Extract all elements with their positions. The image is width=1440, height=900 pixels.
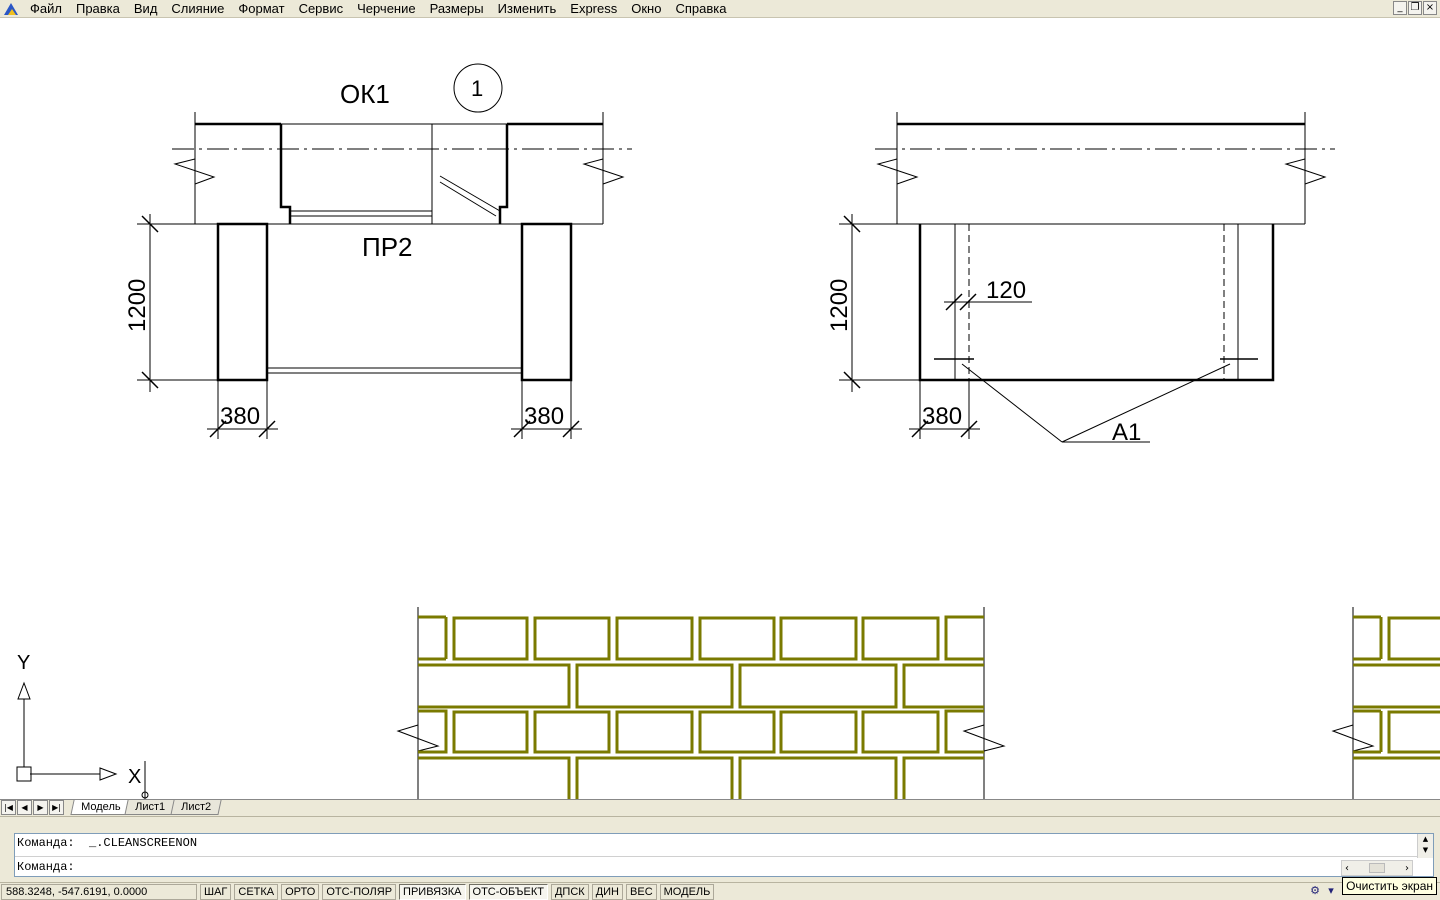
ucs-x-label: X xyxy=(128,766,141,788)
ucs-icon: Y X xyxy=(16,652,149,799)
ucs-y-label: Y xyxy=(17,652,30,674)
menu-merge[interactable]: Слияние xyxy=(171,0,225,16)
autocad-app-icon[interactable] xyxy=(3,1,19,17)
close-button[interactable]: × xyxy=(1423,1,1437,15)
scroll-thumb[interactable] xyxy=(1369,863,1385,873)
tab-layout2[interactable]: Лист2 xyxy=(169,800,222,815)
callout-label: А1 xyxy=(1112,419,1141,446)
command-horizontal-scrollbar[interactable]: ‹ › xyxy=(1341,860,1413,876)
status-tray: ⚙ ▾ xyxy=(1308,884,1338,898)
status-ducs-button[interactable]: ДПСК xyxy=(550,883,589,900)
command-separator xyxy=(15,856,1419,857)
right-pier-width-dimension: 380 xyxy=(922,403,962,430)
scroll-up-icon[interactable]: ▲ xyxy=(1422,835,1429,843)
menu-tools[interactable]: Сервис xyxy=(298,0,344,16)
status-dyn-button[interactable]: ДИН xyxy=(591,883,624,900)
command-vertical-scrollbar[interactable]: ▲ ▼ xyxy=(1417,834,1433,858)
lintel-mark-label: ПР2 xyxy=(362,232,413,262)
status-osnap-button[interactable]: ПРИВЯЗКА xyxy=(399,883,466,900)
status-bar: 588.3248, -547.6191, 0.0000 ШАГ СЕТКА ОР… xyxy=(0,882,1440,900)
tab-layout1[interactable]: Лист1 xyxy=(124,800,177,815)
minimize-button[interactable]: _ xyxy=(1393,1,1407,15)
status-snap-button[interactable]: ШАГ xyxy=(200,883,232,900)
brick-wall-partial xyxy=(1331,607,1440,799)
command-window: Команда: _.CLEANSCREENON Команда: ▲ ▼ ‹ … xyxy=(0,816,1440,882)
layout-tabs-bar: |◀ ◀ ▶ ▶| Модель Лист1 Лист2 xyxy=(0,799,1440,816)
menu-window[interactable]: Окно xyxy=(631,0,662,16)
command-text-area[interactable]: Команда: _.CLEANSCREENON Команда: ▲ ▼ ‹ … xyxy=(14,833,1434,877)
tab-nav-next-button[interactable]: ▶ xyxy=(33,800,48,815)
window-mark-label: ОК1 xyxy=(340,79,390,109)
menu-dimension[interactable]: Размеры xyxy=(429,0,484,16)
drawing-svg: .k { stroke: #000; fill: none; stroke-wi… xyxy=(16,63,1440,799)
menu-draw[interactable]: Черчение xyxy=(357,0,416,16)
tab-nav-prev-button[interactable]: ◀ xyxy=(17,800,32,815)
status-grid-button[interactable]: СЕТКА xyxy=(234,883,279,900)
menu-file[interactable]: Файл xyxy=(30,0,62,16)
menu-bar: Файл Правка Вид Слияние Формат Сервис Че… xyxy=(0,0,1440,18)
document-window-controls: _ ❐ × xyxy=(1393,1,1437,15)
tab-layout2-label: Лист2 xyxy=(180,801,211,813)
scroll-right-icon[interactable]: › xyxy=(1405,862,1409,874)
tab-layout1-label: Лист1 xyxy=(135,801,166,813)
view-marker-number: 1 xyxy=(471,76,483,101)
status-otrack-button[interactable]: ОТС-ОБЪЕКТ xyxy=(468,883,548,900)
tray-settings-icon[interactable]: ▾ xyxy=(1328,884,1334,897)
status-lwt-button[interactable]: ВЕС xyxy=(626,883,657,900)
left-pier-dimension: 380 xyxy=(220,403,260,430)
right-pier-dimension: 380 xyxy=(524,403,564,430)
left-view: ОК1 ПР2 1 1200 380 380 xyxy=(124,63,632,439)
clean-screen-tooltip: Очистить экран xyxy=(1342,877,1437,895)
scroll-left-icon[interactable]: ‹ xyxy=(1345,862,1349,874)
right-height-dimension: 1200 xyxy=(826,279,853,332)
inner-offset-dimension: 120 xyxy=(986,277,1026,304)
view-marker-circle xyxy=(453,63,503,113)
menu-express[interactable]: Express xyxy=(570,0,618,16)
drawing-canvas[interactable]: .k { stroke: #000; fill: none; stroke-wi… xyxy=(0,19,1440,799)
command-prompt[interactable]: Команда: xyxy=(17,860,75,874)
tab-model-label: Модель xyxy=(81,801,121,813)
restore-button[interactable]: ❐ xyxy=(1408,1,1422,15)
menu-help[interactable]: Справка xyxy=(675,0,727,16)
command-history-line: Команда: _.CLEANSCREENON xyxy=(17,836,198,850)
communication-center-icon[interactable]: ⚙ xyxy=(1310,884,1320,897)
status-model-button[interactable]: МОДЕЛЬ xyxy=(659,883,715,900)
menu-modify[interactable]: Изменить xyxy=(497,0,557,16)
menu-format[interactable]: Формат xyxy=(238,0,285,16)
scroll-down-icon[interactable]: ▼ xyxy=(1422,846,1429,854)
tab-model[interactable]: Модель xyxy=(70,800,132,815)
tab-nav-first-button[interactable]: |◀ xyxy=(1,800,16,815)
menu-edit[interactable]: Правка xyxy=(75,0,120,16)
menu-view[interactable]: Вид xyxy=(133,0,158,16)
tab-nav-last-button[interactable]: ▶| xyxy=(49,800,64,815)
cursor-coordinates[interactable]: 588.3248, -547.6191, 0.0000 xyxy=(1,883,197,900)
left-height-dimension: 1200 xyxy=(124,279,151,332)
status-ortho-button[interactable]: ОРТО xyxy=(281,883,320,900)
right-view: А1 120 1200 380 xyxy=(826,112,1335,446)
brick-wall-section xyxy=(396,607,1006,799)
status-polar-button[interactable]: ОТС-ПОЛЯР xyxy=(322,883,397,900)
